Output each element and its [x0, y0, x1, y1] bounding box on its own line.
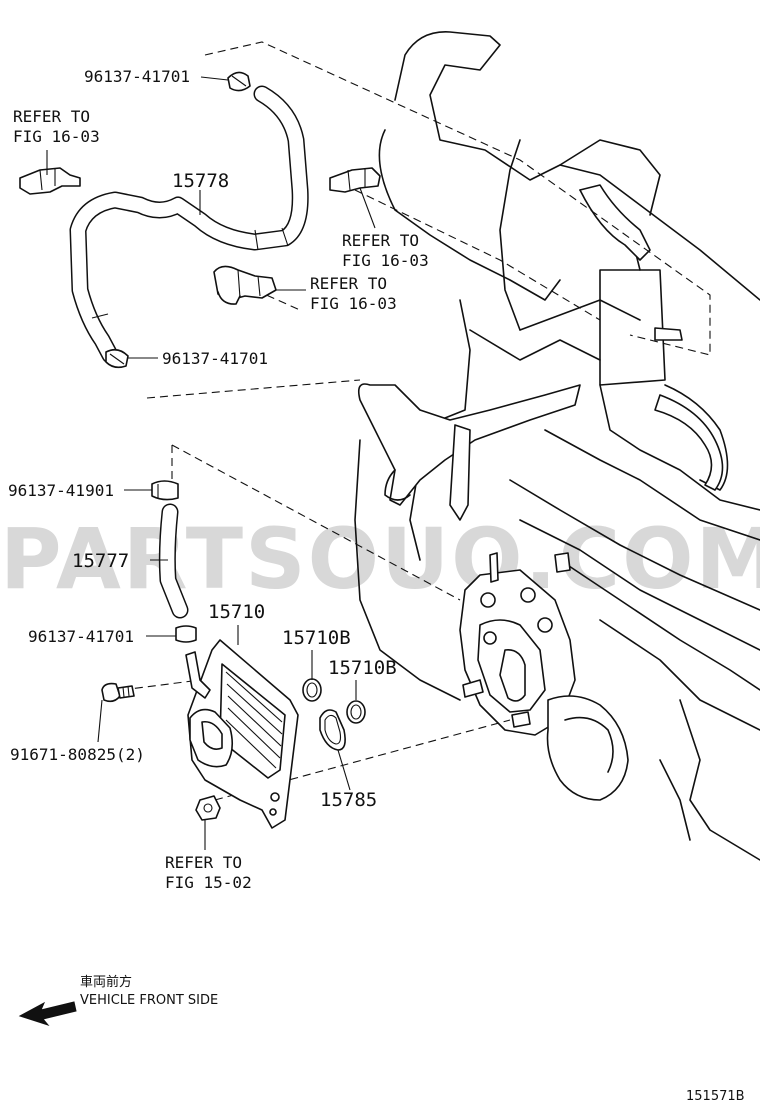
figure-id: 151571B — [686, 1089, 745, 1104]
label-clamp-cooler: 96137-41701 — [28, 627, 134, 646]
engine-block — [354, 31, 760, 861]
clip-refer-1 — [19, 167, 81, 195]
alignment-lines — [121, 41, 711, 801]
arrow-left-icon — [18, 1001, 77, 1027]
clamp-96137-41701-cooler — [175, 625, 197, 643]
hose-15777 — [158, 503, 189, 619]
label-refer-2-line1: REFER TO — [342, 231, 419, 250]
hose-15778 — [69, 85, 309, 364]
clamp-96137-41701-mid — [105, 348, 129, 369]
label-hose-lower: 15777 — [72, 550, 129, 572]
direction-english: VEHICLE FRONT SIDE — [80, 993, 218, 1008]
oring-15710b-2 — [346, 700, 366, 724]
label-refer-1-line1: REFER TO — [13, 107, 90, 126]
label-gasket: 15785 — [320, 789, 377, 811]
label-hose-upper: 15778 — [172, 170, 229, 192]
label-oring-1: 15710B — [282, 627, 351, 649]
oil-cooler-15710 — [185, 639, 299, 829]
clip-refer-3 — [213, 265, 277, 305]
label-clamp-mid: 96137-41701 — [162, 349, 268, 368]
label-refer-3-line1: REFER TO — [310, 274, 387, 293]
label-clamp-top: 96137-41701 — [84, 67, 190, 86]
label-clamp-lower: 96137-41901 — [8, 481, 114, 500]
label-refer-2-line2: FIG 16-03 — [342, 251, 429, 270]
label-refer-1-line2: FIG 16-03 — [13, 127, 100, 146]
fitting-refer-15-02 — [195, 795, 221, 821]
watermark: PARTSOUQ.COM — [0, 510, 760, 608]
clamp-96137-41701-top — [227, 71, 251, 92]
label-bolt: 91671-80825(2) — [10, 745, 145, 764]
clamp-96137-41901 — [151, 480, 179, 501]
clip-refer-2 — [329, 167, 381, 193]
vehicle-front-indicator: 車両前方 VEHICLE FRONT SIDE — [18, 974, 218, 1027]
label-refer-3-line2: FIG 16-03 — [310, 294, 397, 313]
bolt-91671-80825 — [101, 682, 135, 703]
oil-filter-housing — [459, 552, 629, 801]
label-refer-4-line1: REFER TO — [165, 853, 242, 872]
gasket-15785 — [319, 709, 346, 751]
label-oring-2: 15710B — [328, 657, 397, 679]
label-cooler: 15710 — [208, 601, 265, 623]
direction-japanese: 車両前方 — [80, 974, 132, 990]
oring-15710b-1 — [302, 678, 322, 702]
leader-lines — [46, 76, 376, 850]
label-refer-4-line2: FIG 15-02 — [165, 873, 252, 892]
